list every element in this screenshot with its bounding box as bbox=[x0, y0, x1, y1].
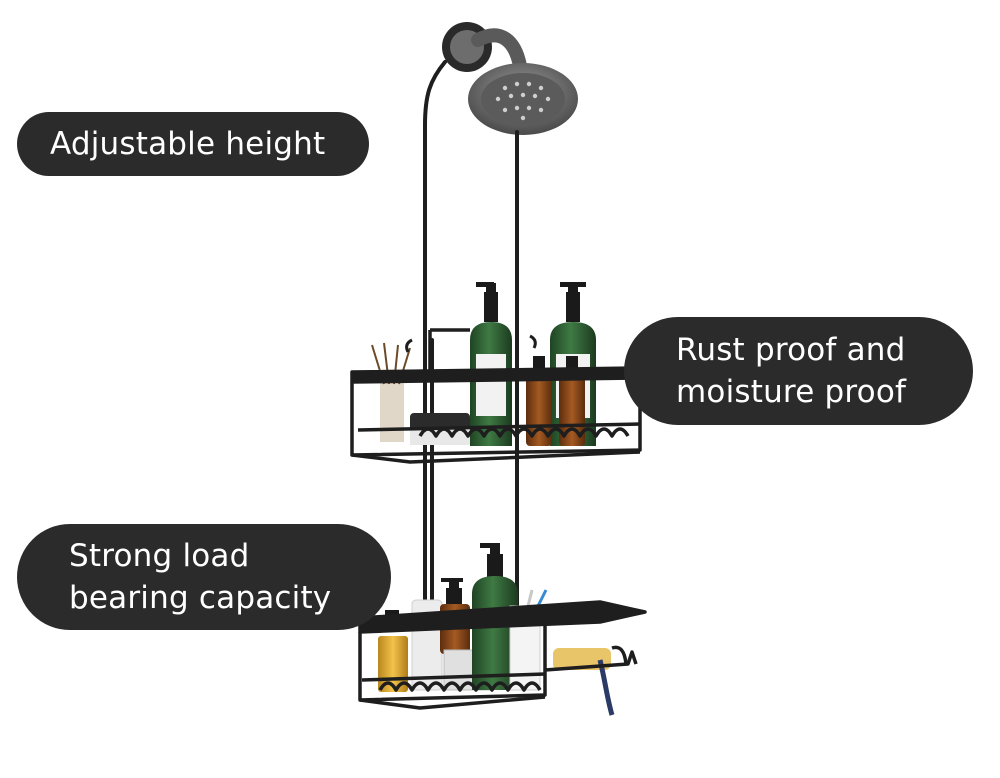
callout-rust-proof-line2: moisture proof bbox=[676, 374, 907, 410]
soap-bar bbox=[553, 648, 611, 670]
callout-rust-proof: Rust proof and moisture proof bbox=[624, 317, 973, 425]
callout-adjustable-height: Adjustable height bbox=[17, 112, 369, 176]
shower-head bbox=[468, 63, 578, 135]
green-pump-bottle-bottom bbox=[472, 543, 518, 690]
callout-load-capacity-line1: Strong load bbox=[69, 538, 250, 574]
reed-diffuser bbox=[371, 342, 411, 442]
top-shelf-hooks bbox=[405, 334, 537, 353]
bottom-shelf-basket bbox=[358, 600, 647, 710]
shower-arm-mount bbox=[442, 22, 527, 73]
callout-load-capacity-line2: bearing capacity bbox=[69, 580, 332, 616]
callout-adjustable-height-line1: Adjustable height bbox=[50, 126, 326, 162]
callout-rust-proof-line1: Rust proof and bbox=[676, 332, 906, 368]
callout-load-capacity: Strong load bearing capacity bbox=[17, 524, 391, 630]
green-pump-bottle-left bbox=[470, 282, 512, 446]
top-shelf-basket bbox=[350, 328, 648, 464]
